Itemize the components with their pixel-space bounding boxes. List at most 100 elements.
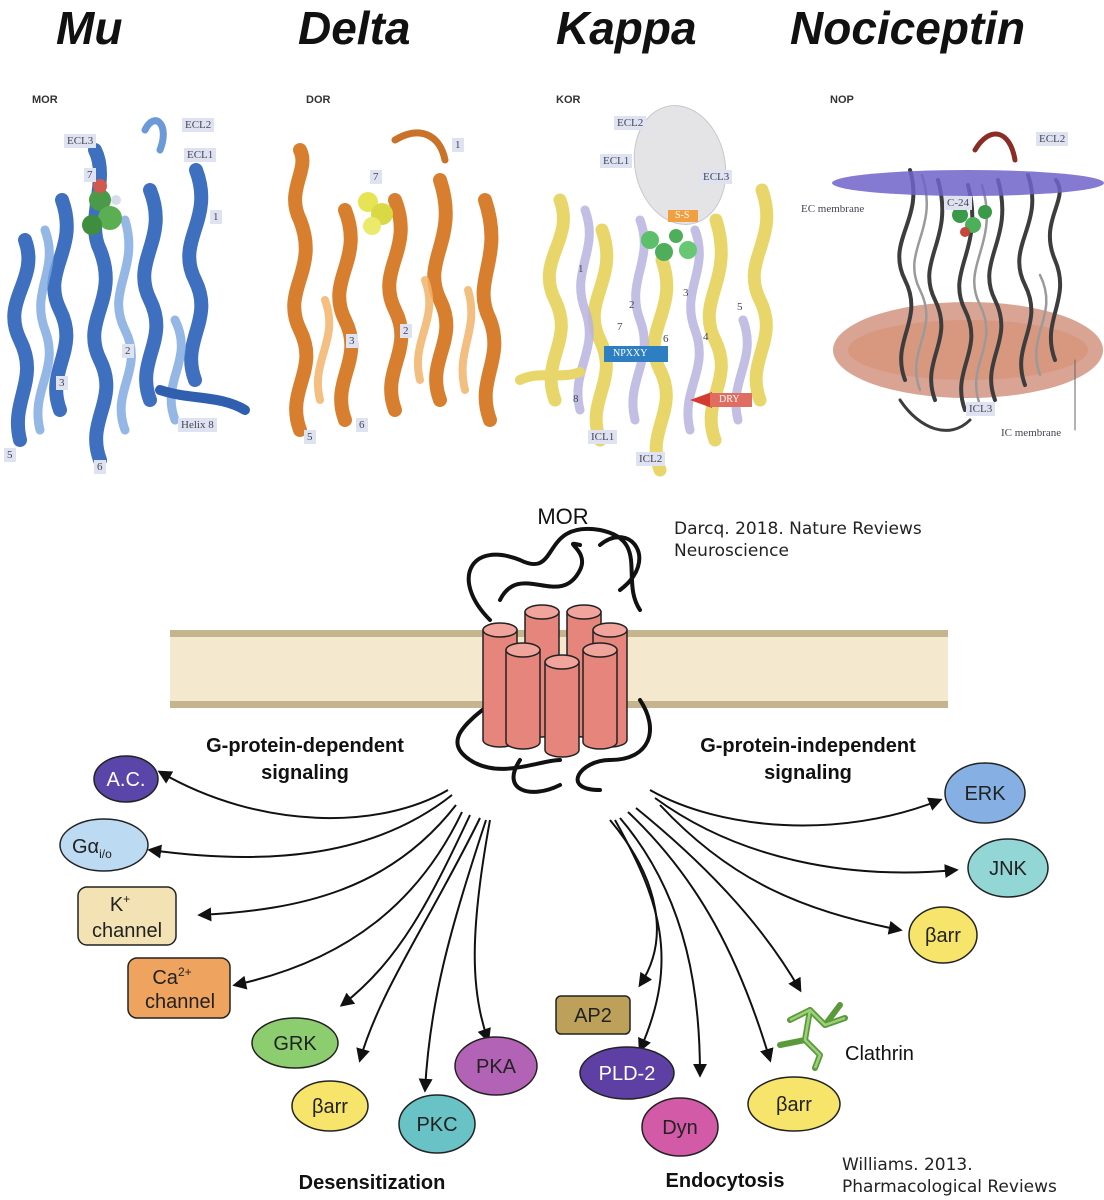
dor-structure-image xyxy=(287,129,502,437)
citation-bottom: Williams. 2013. Pharmacological Reviews xyxy=(842,1154,1057,1198)
node-galpha: Gαi/o xyxy=(59,818,149,872)
mor-label-ecl3: ECL3 xyxy=(64,134,97,148)
node-erk: ERK xyxy=(944,762,1026,824)
mor-label-2: 2 xyxy=(122,344,134,358)
node-grk: GRK xyxy=(251,1017,339,1069)
mor-label-ecl1: ECL1 xyxy=(184,148,217,162)
kor-npxxy-box xyxy=(604,346,668,362)
panel-code-dor: DOR xyxy=(306,94,331,106)
pkc-label: PKC xyxy=(416,1114,457,1136)
citation-bottom-line1: Williams. 2013. xyxy=(842,1155,973,1175)
citation-top-line2: Neuroscience xyxy=(674,541,789,561)
g-independent-heading-1: G-protein-independent xyxy=(700,735,916,757)
mor-label-helix8: Helix 8 xyxy=(178,418,217,432)
kor-label-ecl3: ECL3 xyxy=(700,170,733,184)
svg-text:K+: K+ xyxy=(110,892,130,916)
svg-text:Gαi/o: Gαi/o xyxy=(72,836,112,861)
barr-indep-label: βarr xyxy=(925,925,961,947)
dor-label-3: 3 xyxy=(346,334,358,348)
dor-label-6: 6 xyxy=(356,418,368,432)
kor-label-h7: 7 xyxy=(617,321,623,333)
nop-label-ic-membrane: IC membrane xyxy=(1001,427,1062,439)
dor-label-5: 5 xyxy=(304,430,316,444)
kor-label-h1: 1 xyxy=(578,263,584,275)
ca-channel-text: channel xyxy=(145,991,215,1013)
ec-membrane-disc xyxy=(832,170,1104,196)
panel-code-nop: NOP xyxy=(830,94,854,106)
ca-label: Ca xyxy=(152,967,178,989)
mor-label-6: 6 xyxy=(94,460,106,474)
kor-label-h6: 6 xyxy=(663,333,669,345)
node-barr-desens: βarr xyxy=(291,1080,369,1132)
nop-label-icl3: ICL3 xyxy=(966,402,996,416)
g-dependent-heading-2: signaling xyxy=(261,762,349,784)
mor-label-7: 7 xyxy=(84,168,96,182)
dor-label-7: 7 xyxy=(370,170,382,184)
receptor-helix-6 xyxy=(544,654,580,758)
kor-structure-image xyxy=(515,105,774,477)
kor-label-h4: 4 xyxy=(703,331,709,343)
mor-structure-image xyxy=(7,117,250,467)
kor-label-dry: DRY xyxy=(719,394,740,405)
nop-structure-image xyxy=(832,131,1104,432)
grk-label: GRK xyxy=(273,1033,317,1055)
clathrin-label: Clathrin xyxy=(845,1043,914,1065)
kor-label-h5: 5 xyxy=(737,301,743,313)
galpha-label: Gα xyxy=(72,836,99,858)
title-mu: Mu xyxy=(56,2,123,54)
nop-label-ec-membrane: EC membrane xyxy=(801,203,865,215)
g-dependent-heading-1: G-protein-dependent xyxy=(206,735,404,757)
nop-label-ecl2: ECL2 xyxy=(1036,132,1069,146)
kor-label-ecl1: ECL1 xyxy=(600,154,633,168)
receptor-helix-5 xyxy=(505,642,541,750)
dor-label-1: 1 xyxy=(452,138,464,152)
kor-label-icl2: ICL2 xyxy=(636,452,666,466)
node-ac-label: A.C. xyxy=(107,769,146,791)
pld2-label: PLD-2 xyxy=(599,1063,656,1085)
desensitization-label: Desensitization xyxy=(299,1172,446,1194)
galpha-subscript: i/o xyxy=(99,847,112,861)
mor-label-3: 3 xyxy=(56,376,68,390)
kor-dry-box xyxy=(710,393,752,407)
node-jnk: JNK xyxy=(967,838,1049,898)
kor-label-h3: 3 xyxy=(683,287,689,299)
node-ap2: AP2 xyxy=(555,995,631,1035)
pka-label: PKA xyxy=(476,1056,517,1078)
title-nociceptin: Nociceptin xyxy=(790,2,1026,54)
mor-receptor-cylinders xyxy=(482,604,628,758)
receptor-label: MOR xyxy=(537,504,588,529)
jnk-label: JNK xyxy=(989,858,1027,880)
protein-structures xyxy=(7,105,1104,477)
node-pka: PKA xyxy=(454,1036,538,1096)
dyn-label: Dyn xyxy=(662,1117,698,1139)
node-barr-endo: βarr xyxy=(747,1076,841,1132)
node-k-channel: K+ channel xyxy=(77,886,177,946)
node-pkc: PKC xyxy=(398,1094,476,1154)
mor-label-ecl2: ECL2 xyxy=(182,118,215,132)
barr-desens-label: βarr xyxy=(312,1096,348,1118)
kor-ss-marker xyxy=(668,210,698,222)
citation-top: Darcq. 2018. Nature Reviews Neuroscience xyxy=(674,518,922,562)
g-independent-heading-2: signaling xyxy=(764,762,852,784)
endocytosis-label: Endocytosis xyxy=(666,1170,785,1192)
kor-label-ss: S-S xyxy=(675,210,690,221)
clathrin-icon xyxy=(777,1002,848,1071)
mor-label-1: 1 xyxy=(210,210,222,224)
kor-label-h2: 2 xyxy=(629,299,635,311)
node-barr-indep: βarr xyxy=(908,906,978,964)
ap2-label: AP2 xyxy=(574,1005,612,1027)
kor-label-npxxy: NPXXY xyxy=(613,348,648,359)
barr-endo-label: βarr xyxy=(776,1094,812,1116)
k-superscript: + xyxy=(123,892,130,906)
node-dyn: Dyn xyxy=(641,1097,719,1157)
kor-label-icl1: ICL1 xyxy=(588,430,618,444)
mor-label-5: 5 xyxy=(4,448,16,462)
ca-superscript: 2+ xyxy=(178,965,192,979)
node-ac: A.C. xyxy=(93,755,159,803)
panel-code-mor: MOR xyxy=(32,94,58,106)
signaling-arrows xyxy=(147,770,959,1093)
kor-label-h8: 8 xyxy=(573,393,579,405)
receptor-helix-7 xyxy=(582,642,618,750)
title-delta: Delta xyxy=(298,2,411,54)
